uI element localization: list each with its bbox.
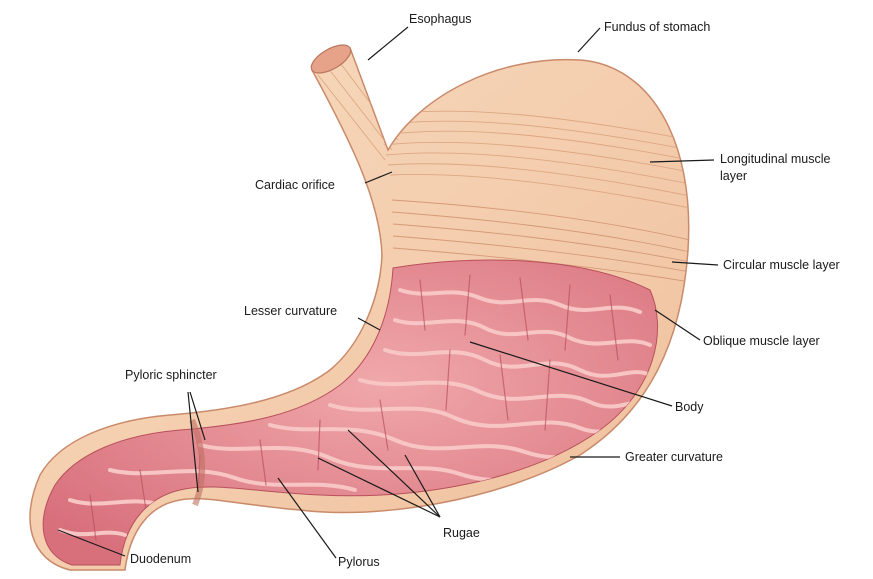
label-duodenum: Duodenum <box>130 552 191 566</box>
leader-fundus <box>578 28 600 52</box>
label-fundus: Fundus of stomach <box>604 20 710 34</box>
label-body: Body <box>675 400 704 414</box>
label-pylorus: Pylorus <box>338 555 380 569</box>
label-oblique-muscle-layer: Oblique muscle layer <box>703 334 820 348</box>
label-longitudinal-muscle-layer: Longitudinal muscle layer <box>720 151 850 185</box>
label-pyloric-sphincter: Pyloric sphincter <box>125 368 217 382</box>
leader-esophagus <box>368 27 408 60</box>
label-esophagus: Esophagus <box>409 12 472 26</box>
label-circular-muscle-layer: Circular muscle layer <box>723 258 840 272</box>
label-rugae: Rugae <box>443 526 480 540</box>
label-cardiac-orifice: Cardiac orifice <box>255 178 335 192</box>
label-lesser-curvature: Lesser curvature <box>244 304 337 318</box>
label-greater-curvature: Greater curvature <box>625 450 723 464</box>
